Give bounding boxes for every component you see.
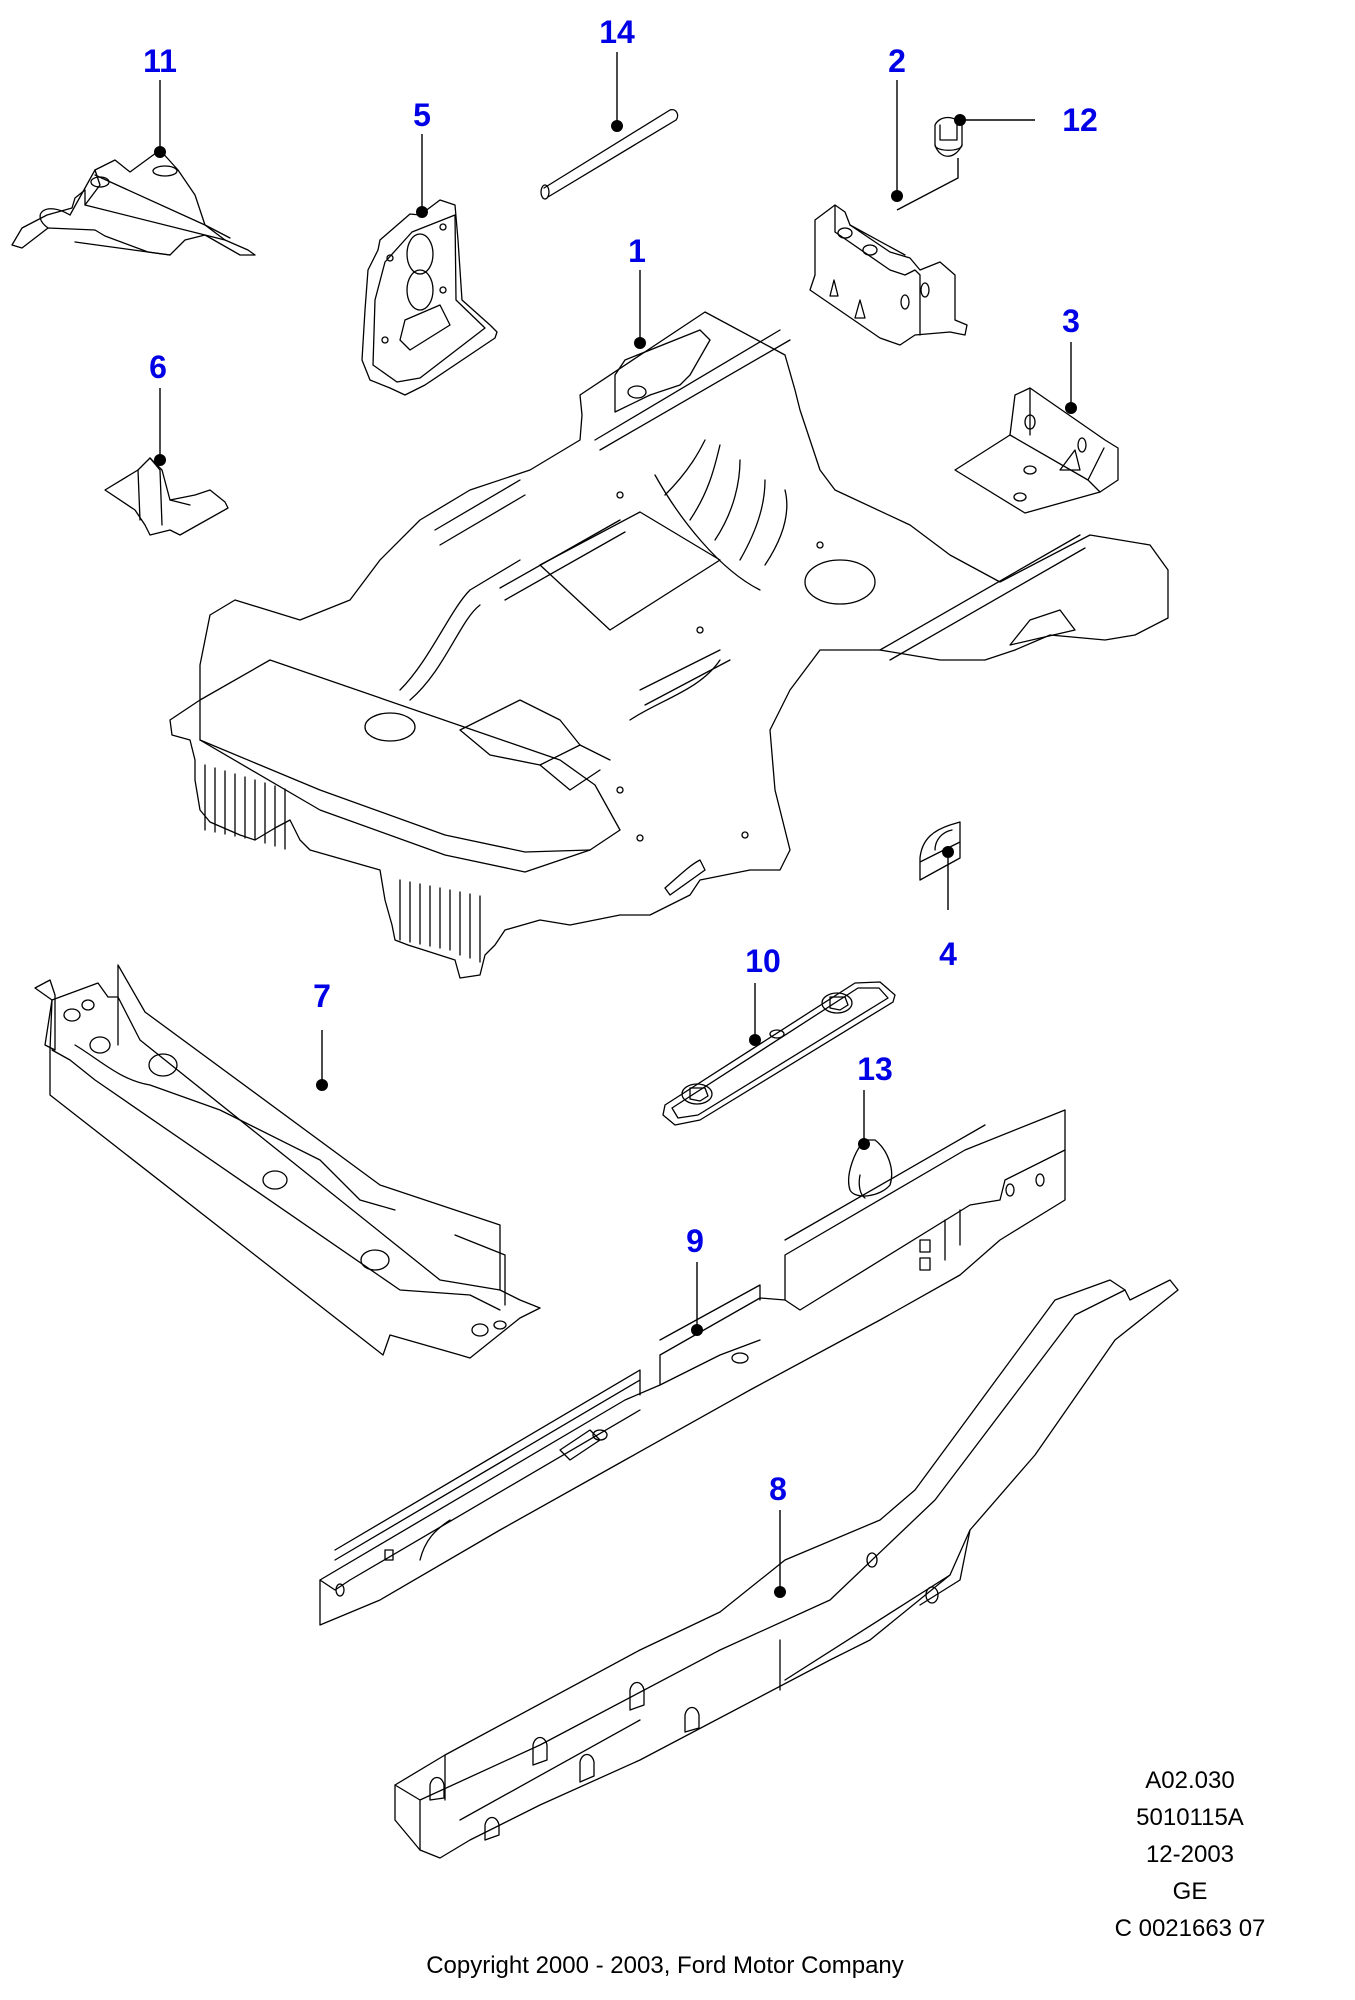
callout-7[interactable]: 7 <box>313 978 331 1014</box>
part-4-gusset[interactable] <box>919 821 961 881</box>
copyright-notice: Copyright 2000 - 2003, Ford Motor Compan… <box>426 1952 904 1979</box>
region-code: GE <box>1172 1878 1208 1905</box>
leader-dot-5 <box>416 206 428 218</box>
callout-13[interactable]: 13 <box>857 1051 893 1087</box>
title-block: A02.030 5010115A 12-2003 GE C 0021663 07 <box>1090 1762 1290 1947</box>
callout-3[interactable]: 3 <box>1062 303 1080 339</box>
leader-dot-8 <box>774 1586 786 1598</box>
part-11-floor-extension[interactable] <box>11 149 256 256</box>
section-number: A02.030 <box>1145 1767 1235 1794</box>
leader-dot-4 <box>942 846 954 858</box>
leader-dot-1 <box>634 337 646 349</box>
leaders <box>154 52 1077 1598</box>
leader-dot-3 <box>1065 402 1077 414</box>
callout-8[interactable]: 8 <box>769 1471 787 1507</box>
callout-4[interactable]: 4 <box>939 936 957 972</box>
part-8-side-member[interactable] <box>394 1279 1179 1859</box>
part-1-floor-pan[interactable] <box>169 311 1169 979</box>
part-2-bracket[interactable] <box>809 204 968 346</box>
illustration-number: 5010115A <box>1136 1804 1244 1831</box>
part-3-corner-bracket[interactable] <box>954 387 1119 514</box>
part-7-crossmember[interactable] <box>34 964 541 1359</box>
leader-dot-13 <box>858 1138 870 1150</box>
part-6-clip-bracket[interactable] <box>104 457 229 536</box>
part-14-tube[interactable] <box>540 109 679 200</box>
callout-2[interactable]: 2 <box>888 43 906 79</box>
leader-dot-6 <box>154 454 166 466</box>
callout-11[interactable]: 11 <box>143 43 177 79</box>
leader-dot-14 <box>611 120 623 132</box>
leader-12-branch <box>896 158 959 211</box>
callout-6[interactable]: 6 <box>149 349 167 385</box>
part-5-reinforcement-plate[interactable] <box>361 199 498 396</box>
callout-1[interactable]: 1 <box>628 233 646 269</box>
leader-dot-9 <box>691 1324 703 1336</box>
leader-dot-2 <box>891 190 903 202</box>
leader-dot-7 <box>316 1079 328 1091</box>
leader-dot-10 <box>749 1034 761 1046</box>
leader-dot-12 <box>954 114 966 126</box>
part-13-plug[interactable] <box>848 1139 893 1199</box>
callout-14[interactable]: 14 <box>599 14 635 50</box>
revision-date: 12-2003 <box>1145 1841 1235 1868</box>
callout-10[interactable]: 10 <box>745 943 781 979</box>
part-9-sill-reinforcement[interactable] <box>319 1109 1066 1626</box>
callouts: 11 14 5 2 12 1 3 6 4 7 10 13 9 8 <box>143 14 1098 1507</box>
part-10-nut-plate[interactable] <box>662 981 896 1126</box>
part-12-nut[interactable] <box>934 116 963 157</box>
callout-5[interactable]: 5 <box>413 97 431 133</box>
leader-dot-11 <box>154 146 166 158</box>
callout-12[interactable]: 12 <box>1062 102 1098 138</box>
catalog-code: C 0021663 07 <box>1114 1915 1266 1942</box>
callout-9[interactable]: 9 <box>686 1223 704 1259</box>
